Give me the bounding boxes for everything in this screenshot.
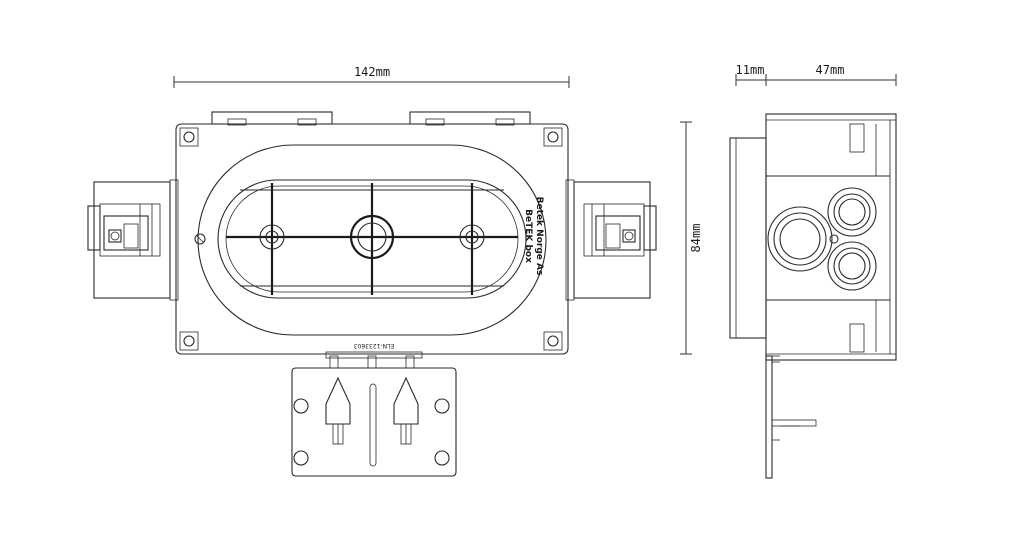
part-number-label: ELN-1233603 xyxy=(354,342,395,349)
depth-dimension-label: 47mm xyxy=(816,63,845,77)
inner-grid xyxy=(226,183,518,295)
offset-dimension-label: 11mm xyxy=(736,63,765,77)
mounting-holes xyxy=(259,214,485,260)
top-dimensions: 11mm 47mm xyxy=(735,63,897,86)
manufacturer-label: Betek Norge As xyxy=(534,197,544,276)
width-dimension-label: 142mm xyxy=(354,65,390,79)
corner-holes xyxy=(179,127,563,351)
right-connector xyxy=(573,181,657,299)
bottom-bracket: ELN-1233603 xyxy=(291,342,457,477)
front-view: 142mm xyxy=(87,65,657,477)
side-bracket xyxy=(765,355,817,479)
manufacturer-marking: Betek Norge As BeTEK box xyxy=(523,197,544,276)
earth-symbol-icon xyxy=(194,233,206,245)
top-clips xyxy=(211,111,531,126)
left-connector xyxy=(87,181,171,299)
height-dimension-label: 84mm xyxy=(689,224,703,253)
knockouts xyxy=(767,187,877,291)
height-dimension: 84mm xyxy=(680,121,703,355)
side-body xyxy=(765,113,897,361)
width-dimension: 142mm xyxy=(173,65,570,88)
product-label: BeTEK box xyxy=(523,209,533,263)
side-view: 11mm 47mm 84mm xyxy=(680,63,897,479)
side-flange xyxy=(729,137,767,339)
